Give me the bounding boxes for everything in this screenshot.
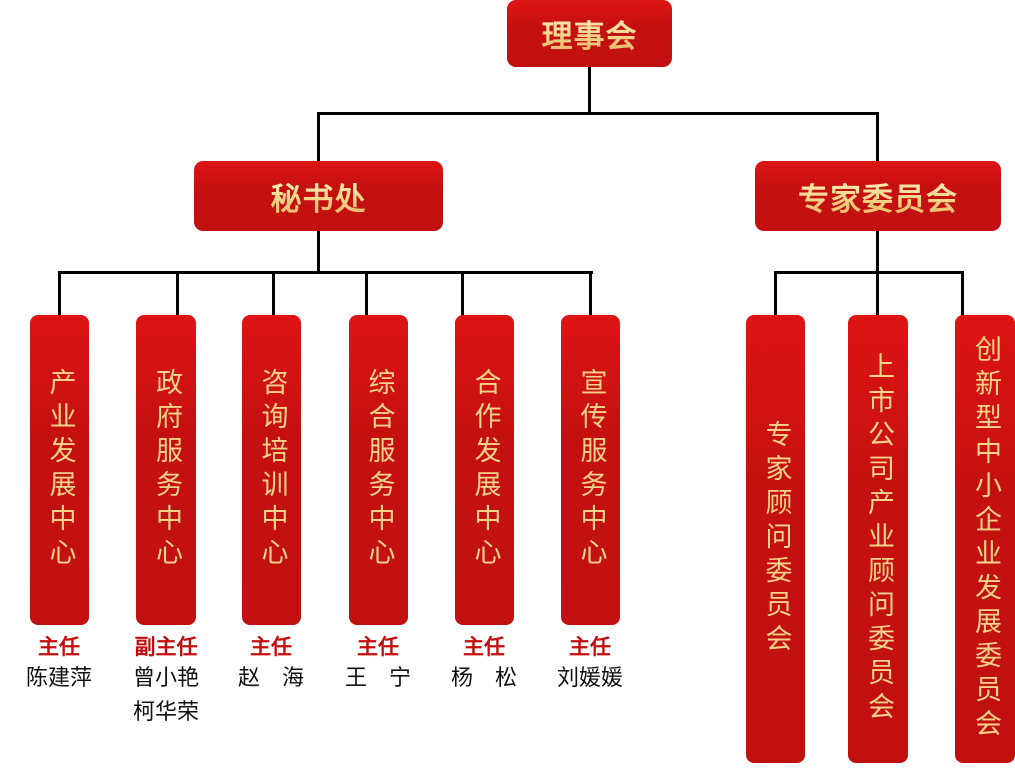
connector-expert-down: [876, 230, 879, 274]
role-label: 主任: [250, 635, 292, 659]
node-label: 合作发展中心: [469, 368, 501, 572]
connector-committee-1: [774, 271, 777, 316]
connector-center-1: [58, 271, 61, 316]
caption-center-6: 主任 刘媛媛: [535, 632, 645, 696]
role-label: 副主任: [134, 635, 198, 659]
caption-center-5: 主任 杨 松: [429, 632, 539, 696]
node-label: 理事会: [542, 11, 638, 56]
connector-center-2: [176, 271, 179, 316]
node-expert-advisory-committee[interactable]: 专家顾问委员会: [746, 315, 805, 763]
node-listed-company-industry-advisory-committee[interactable]: 上市公司产业顾问委员会: [848, 315, 908, 763]
node-label: 政府服务中心: [151, 368, 182, 572]
role-label: 主任: [357, 635, 399, 659]
connector-centers-bar: [58, 271, 593, 274]
node-label: 咨询培训中心: [256, 368, 288, 572]
connector-to-expert-committee: [876, 112, 879, 162]
connector-committees-bar: [774, 271, 964, 274]
connector-center-4: [365, 271, 368, 316]
role-label: 主任: [569, 635, 611, 659]
connector-secretariat-down: [317, 230, 320, 274]
node-consulting-training-center[interactable]: 咨询培训中心: [242, 315, 301, 625]
person-name: 刘媛媛: [556, 666, 623, 691]
person-name: 王 宁: [344, 666, 411, 691]
node-cooperation-development-center[interactable]: 合作发展中心: [455, 315, 514, 625]
node-label: 产业发展中心: [44, 368, 76, 572]
person-name: 杨 松: [450, 666, 517, 691]
caption-center-3: 主任 赵 海: [216, 632, 326, 696]
node-label: 创新型中小企业发展委员会: [970, 335, 1001, 743]
node-label: 上市公司产业顾问委员会: [863, 352, 894, 726]
node-board-of-directors[interactable]: 理事会: [507, 0, 672, 67]
connector-level1-bar: [317, 112, 879, 115]
person-name: 陈建萍: [25, 666, 92, 691]
person-name: 赵 海: [237, 666, 304, 691]
node-label: 专家委员会: [798, 174, 958, 219]
node-label: 专家顾问委员会: [760, 420, 792, 658]
connector-to-secretariat: [317, 112, 320, 162]
node-label: 综合服务中心: [363, 368, 395, 572]
person-name: 曾小艳: [132, 666, 199, 691]
connector-center-5: [461, 271, 464, 316]
role-label: 主任: [463, 635, 505, 659]
node-industry-development-center[interactable]: 产业发展中心: [30, 315, 89, 625]
person-name: 柯华荣: [132, 700, 199, 725]
role-label: 主任: [38, 635, 80, 659]
connector-center-3: [272, 271, 275, 316]
connector-center-6: [589, 271, 592, 316]
connector-root-down: [588, 66, 591, 115]
connector-committee-3: [961, 271, 964, 316]
node-innovative-sme-development-committee[interactable]: 创新型中小企业发展委员会: [955, 315, 1015, 763]
node-secretariat[interactable]: 秘书处: [194, 161, 443, 231]
node-expert-committee[interactable]: 专家委员会: [755, 161, 1001, 231]
caption-center-2: 副主任 曾小艳 柯华荣: [111, 632, 221, 730]
node-government-service-center[interactable]: 政府服务中心: [136, 315, 196, 625]
caption-center-4: 主任 王 宁: [323, 632, 433, 696]
node-publicity-service-center[interactable]: 宣传服务中心: [561, 315, 620, 625]
node-label: 宣传服务中心: [575, 368, 607, 572]
connector-committee-2: [876, 271, 879, 316]
node-label: 秘书处: [271, 174, 367, 219]
caption-center-1: 主任 陈建萍: [4, 632, 114, 696]
node-general-service-center[interactable]: 综合服务中心: [349, 315, 408, 625]
